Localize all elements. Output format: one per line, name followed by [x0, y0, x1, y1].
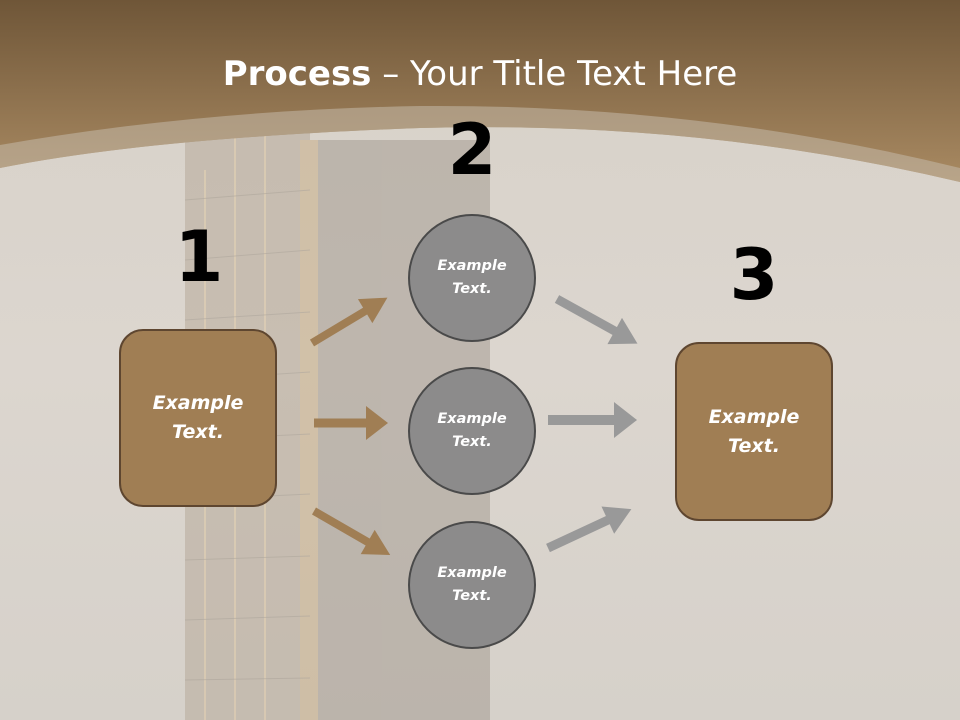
- step-number-3: 3: [729, 234, 779, 316]
- circle-bottom: Example Text.: [408, 521, 536, 649]
- circle-top-text: Example Text.: [437, 258, 507, 297]
- step-number-2: 2: [447, 109, 497, 191]
- header-arc: [0, 105, 960, 182]
- arrow-to-bottom-circle: [312, 507, 391, 555]
- arrow-from-bottom-circle: [546, 506, 632, 553]
- title-bold: Process: [222, 54, 372, 94]
- end-box: Example Text.: [675, 342, 833, 521]
- arrow-from-middle-circle: [548, 402, 637, 438]
- slide-title: Process – Your Title Text Here: [0, 52, 960, 96]
- gray-arrows: [546, 295, 638, 553]
- end-box-text: Example Text.: [708, 405, 800, 457]
- circle-middle-text: Example Text.: [437, 411, 507, 450]
- title-rest: – Your Title Text Here: [371, 54, 738, 94]
- start-box-text: Example Text.: [152, 392, 244, 443]
- arrow-to-top-circle: [309, 297, 388, 347]
- arrow-to-middle-circle: [314, 406, 388, 440]
- step-number-1: 1: [174, 216, 224, 298]
- arrow-from-top-circle: [554, 295, 638, 345]
- start-box: Example Text.: [119, 329, 277, 507]
- circle-bottom-text: Example Text.: [437, 565, 507, 604]
- circle-top: Example Text.: [408, 214, 536, 342]
- brown-arrows: [309, 297, 391, 555]
- circle-middle: Example Text.: [408, 367, 536, 495]
